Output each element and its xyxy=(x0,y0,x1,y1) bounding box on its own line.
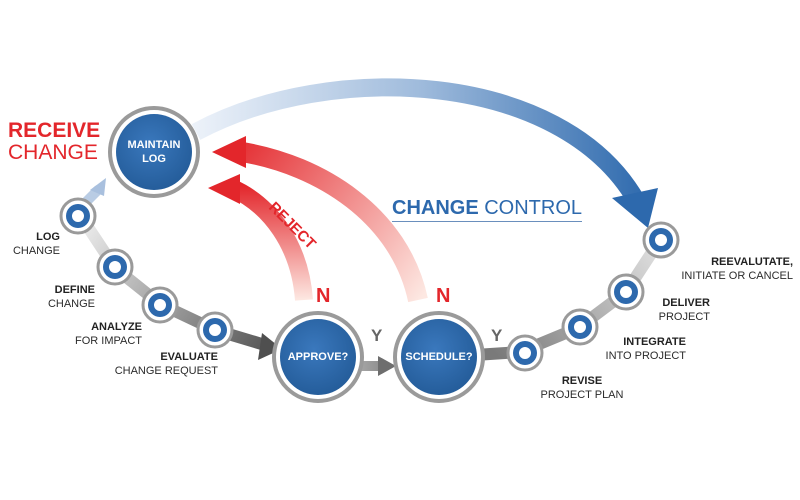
step-node-define-change xyxy=(96,248,134,286)
step-bold: DEFINE xyxy=(54,284,95,296)
step-bold: EVALUATE xyxy=(160,351,218,363)
step-light: CHANGE xyxy=(12,245,60,257)
reject-arrowhead-approve xyxy=(208,174,240,204)
step-label-integrate: INTEGRATE INTO PROJECT xyxy=(578,335,686,363)
step-light: PROJECT xyxy=(658,311,710,323)
step-light: INITIATE OR CANCEL xyxy=(681,270,793,282)
receive-line2: CHANGE xyxy=(8,141,98,164)
maintain-log-node xyxy=(108,106,200,198)
approve-no-label: N xyxy=(316,285,331,307)
title-light: CONTROL xyxy=(478,197,583,219)
reject-arrow-schedule xyxy=(240,142,428,303)
feedback-arrowhead xyxy=(612,188,658,228)
step-label-evaluate: EVALUATE CHANGE REQUEST xyxy=(88,350,218,378)
step-node-log-change xyxy=(59,197,97,235)
step-bold: REVISE xyxy=(561,375,603,387)
maintain-line2: LOG xyxy=(142,153,166,165)
schedule-label: SCHEDULE? xyxy=(405,351,473,363)
approve-yes-label: Y xyxy=(371,326,383,345)
step-label-analyze: ANALYZE FOR IMPACT xyxy=(30,320,142,348)
step-node-integrate xyxy=(561,308,599,346)
step-label-revise: REVISE PROJECT PLAN xyxy=(530,374,634,402)
step-label-define-change: DEFINE CHANGE xyxy=(0,283,95,311)
step-bold: ANALYZE xyxy=(91,321,142,333)
schedule-node xyxy=(393,311,485,403)
up-arrowhead xyxy=(90,178,106,196)
step-light: INTO PROJECT xyxy=(605,350,686,362)
left-track-arrowhead xyxy=(258,333,282,360)
step-light: FOR IMPACT xyxy=(74,335,142,347)
step-label-deliver: DELIVER PROJECT xyxy=(620,296,710,324)
maintain-line1: MAINTAIN xyxy=(127,139,181,151)
feedback-arc xyxy=(191,78,644,205)
receive-change-label: RECEIVE CHANGE xyxy=(8,120,100,164)
step-bold: REEVALUTATE, xyxy=(711,256,793,268)
step-bold: LOG xyxy=(36,231,60,243)
maintain-log-label: MAINTAIN LOG xyxy=(116,138,192,166)
step-node-evaluate xyxy=(196,311,234,349)
step-node-analyze xyxy=(141,286,179,324)
receive-line1: RECEIVE xyxy=(8,119,101,142)
schedule-no-label: N xyxy=(436,285,451,307)
schedule-yes-label: Y xyxy=(491,326,503,345)
approve-to-schedule-arrowhead xyxy=(378,356,396,376)
reject-arrowhead-schedule xyxy=(212,136,246,168)
reject-arrow-approve xyxy=(228,179,313,301)
step-light: CHANGE REQUEST xyxy=(114,365,218,377)
step-bold: INTEGRATE xyxy=(623,336,686,348)
step-light: CHANGE xyxy=(47,298,95,310)
step-node-reevaluate xyxy=(642,221,680,259)
step-label-reevaluate: REEVALUTATE, INITIATE OR CANCEL xyxy=(660,255,793,283)
step-light: PROJECT PLAN xyxy=(540,389,624,401)
step-bold: DELIVER xyxy=(662,297,710,309)
diagram-title: CHANGE CONTROL xyxy=(392,197,583,222)
approve-label: APPROVE? xyxy=(287,351,349,363)
step-label-log-change: LOG CHANGE xyxy=(0,230,60,258)
title-bold: CHANGE xyxy=(392,197,479,219)
step-node-revise xyxy=(506,334,544,372)
approve-node xyxy=(272,311,364,403)
step-node-deliver xyxy=(607,273,645,311)
